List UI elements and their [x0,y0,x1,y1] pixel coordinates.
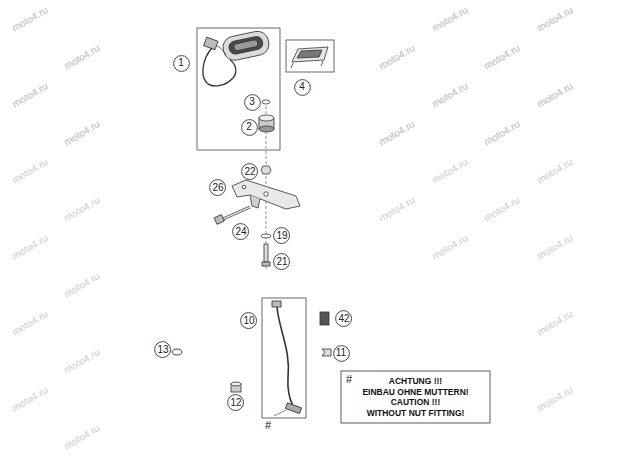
callout-number: 26 [209,182,226,194]
callout-number: 13 [154,344,171,356]
watermark: moto4.ru [482,118,522,147]
callout-number: 42 [335,313,352,325]
screw [214,207,250,224]
callout-ring [241,313,257,329]
watermark: moto4.ru [430,4,470,33]
callout-number: 11 [333,345,350,362]
callout-ring [173,55,189,71]
watermark: moto4.ru [377,42,417,71]
clip [322,349,331,356]
watermark: moto4.ru [535,384,575,413]
watermark: moto4.ru [535,80,575,109]
callout-ring [233,224,249,240]
watermark: moto4.ru [535,156,575,185]
callout-number: 2 [241,119,258,136]
callout-ring [210,180,226,196]
callout-number: 22 [241,166,258,178]
callout-number: 21 [273,256,290,268]
callout-ring [336,311,352,327]
note-text: ACHTUNG !!! [341,376,490,387]
ring [262,100,270,104]
callout-number: 3 [244,96,261,108]
group-frame [286,40,334,72]
caution-note: #ACHTUNG !!!EINBAU OHNE MUTTERN!CAUTION … [341,371,490,423]
callout-ring [333,345,349,361]
watermark: moto4.ru [535,308,575,337]
callout-number: 22 [241,163,258,180]
watermark: moto4.ru [430,156,470,185]
sleeve [320,312,329,325]
watermark: moto4.ru [535,232,575,261]
speedometer-cable [203,37,236,86]
o-ring [172,349,182,355]
washer [261,234,271,238]
nut [261,166,271,174]
cable-nut [231,382,241,392]
callout-number: 24 [232,223,249,240]
callout-ring [241,119,257,135]
lens-cover [291,47,328,68]
callout-number: 2 [241,121,258,133]
watermark: moto4.ru [10,156,50,185]
callout-number: 1 [173,57,190,69]
watermark: moto4.ru [10,232,50,261]
callout-ring [274,228,290,244]
callout-ring [155,342,171,358]
speedometer [221,29,271,62]
callout-number: 3 [244,94,261,111]
note-text: WITHOUT NUT FITTING! [341,408,490,419]
holder-bracket [232,180,300,209]
bolt [262,244,270,266]
reference-mark: # [346,373,352,385]
rubber-bush [259,115,274,132]
callout-number: 26 [209,179,226,196]
callout-number: 19 [273,227,290,244]
note-text: CAUTION !!! [341,397,490,408]
callout-number: 10 [240,312,257,329]
callout-number: 12 [227,394,244,411]
watermark: moto4.ru [62,118,102,147]
callout-number: 42 [335,310,352,327]
callout-ring [228,395,244,411]
callout-number: 12 [227,397,244,409]
watermark: moto4.ru [377,194,417,223]
callout-number: 11 [333,347,350,359]
note-frame [341,371,490,423]
watermark: moto4.ru [377,118,417,147]
callout-number: 19 [273,230,290,242]
callout-ring [244,94,260,110]
watermark: moto4.ru [482,42,522,71]
callout-ring [294,79,310,95]
callout-number: 21 [273,253,290,270]
watermark: moto4.ru [535,4,575,33]
reference-mark: # [265,419,271,431]
watermark: moto4.ru [10,384,50,413]
watermark: moto4.ru [62,42,102,71]
watermark: moto4.ru [62,270,102,299]
callout-number: 10 [240,315,257,327]
callout-number: 24 [232,226,249,238]
watermark: moto4.ru [10,80,50,109]
callout-number: 1 [173,55,190,72]
callout-ring [274,254,290,270]
watermark: moto4.ru [62,346,102,375]
callout-number: 13 [154,341,171,358]
sensor-cable [272,301,302,416]
watermark: moto4.ru [62,194,102,223]
watermark: moto4.ru [62,422,102,451]
group-frame [197,28,280,150]
note-text: EINBAU OHNE MUTTERN! [341,387,490,398]
callout-number: 4 [294,79,311,96]
watermark: moto4.ru [10,308,50,337]
callout-ring [242,164,258,180]
watermark: moto4.ru [430,80,470,109]
watermark: moto4.ru [482,194,522,223]
callout-number: 4 [294,81,311,93]
watermark: moto4.ru [10,4,50,33]
watermark: moto4.ru [430,232,470,261]
group-frame [262,298,306,418]
